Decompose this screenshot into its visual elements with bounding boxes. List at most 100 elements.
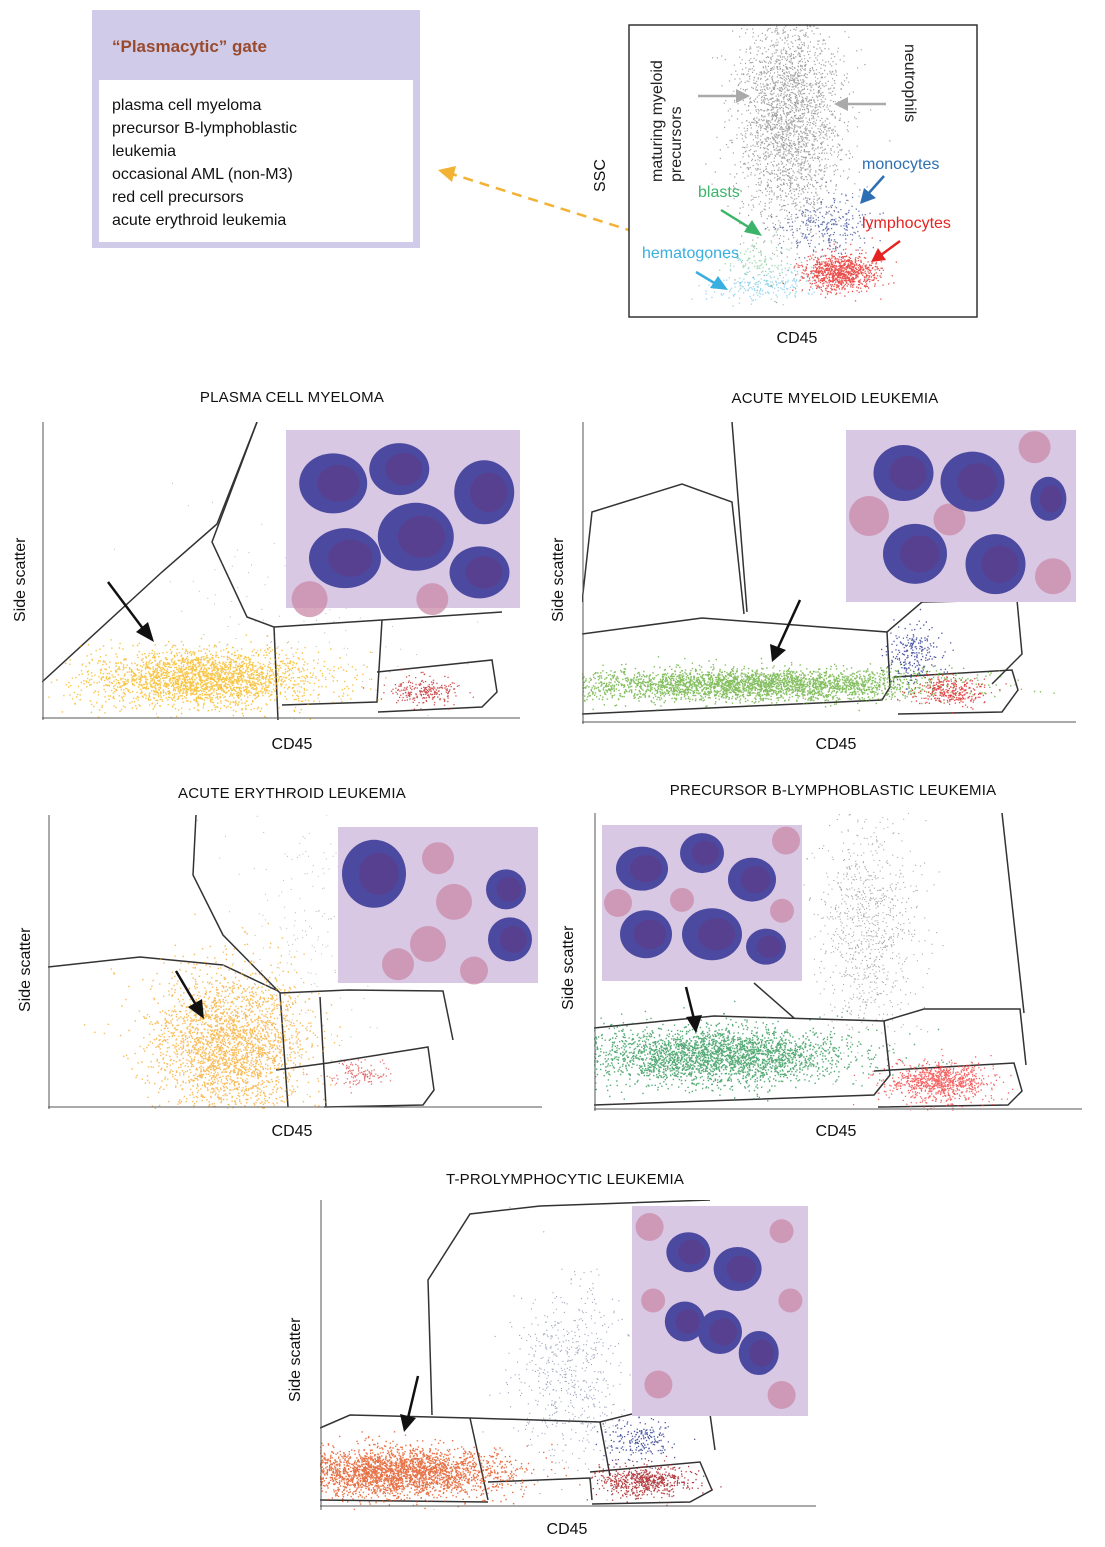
red-cell [644, 1370, 673, 1399]
red-cell [641, 1288, 666, 1313]
red-cell [933, 503, 966, 536]
lymphocytes-label: lymphocytes [862, 215, 951, 232]
red-cell [291, 581, 328, 618]
gate-box-header: “Plasmacytic” gate [92, 10, 420, 80]
cell-nucleus [465, 556, 503, 589]
red-cell [670, 887, 694, 912]
pointer-arrow [400, 1375, 420, 1432]
gate-box-list-panel: plasma cell myeloma precursor B-lymphobl… [99, 80, 413, 242]
dot-clouds [320, 1206, 722, 1510]
cell-nucleus [675, 1309, 701, 1334]
cell-nucleus [749, 1339, 775, 1367]
reference-plot: maturing myeloid precursors neutrophils … [628, 0, 978, 318]
micrograph-inset [632, 1206, 808, 1416]
panel-title-tpll: T-PROLYMPHOCYTIC LEUKEMIA [445, 1171, 685, 1188]
lymphocytes-arrow [871, 239, 901, 262]
cell-nucleus [397, 515, 446, 558]
neutrophils-arrow [834, 97, 886, 111]
cell-nucleus [317, 464, 360, 502]
panel-aml-plot [582, 422, 1076, 724]
gate-item: precursor B-lymphoblastic [112, 120, 297, 137]
red-cell [772, 826, 800, 855]
panel-title-aml: ACUTE MYELOID LEUKEMIA [731, 390, 939, 407]
reference-ylabel: SSC [592, 159, 609, 192]
panel-xlabel-pcm: CD45 [271, 736, 313, 753]
highlight-population [48, 634, 387, 720]
red-cell [382, 948, 414, 981]
gate-item: acute erythroid leukemia [112, 212, 287, 229]
panel-ylabel-pcm: Side scatter [12, 537, 29, 622]
cell-nucleus [1039, 485, 1063, 513]
maturing-label-line1: maturing myeloid [649, 60, 666, 182]
dot-clouds [594, 813, 1014, 1111]
micrograph-inset [602, 825, 802, 981]
red-cell [767, 1381, 796, 1409]
monocytes-label: monocytes [862, 156, 940, 173]
red-cell [1035, 558, 1071, 595]
cell-nucleus [726, 1255, 757, 1283]
micrograph-inset [286, 430, 520, 618]
panel-xlabel-tpll: CD45 [546, 1521, 588, 1538]
plasmacytic-gate-box: “Plasmacytic” gate plasma cell myeloma p… [92, 10, 420, 248]
reference-dot-clouds [691, 0, 897, 307]
dot-clouds [582, 608, 1055, 714]
gate-item: red cell precursors [112, 189, 244, 206]
cell-nucleus [629, 855, 663, 883]
hematogone-cloud [691, 257, 867, 307]
panel-ael-plot [48, 815, 542, 1109]
monocytes-arrow [860, 175, 885, 204]
panel-bll-plot [594, 813, 1082, 1111]
cell-nucleus [633, 919, 667, 950]
red-cell [460, 956, 488, 985]
red-cell [770, 898, 794, 923]
panel-xlabel-aml: CD45 [815, 736, 857, 753]
lymphocyte-population [586, 1455, 722, 1506]
red-cell [635, 1213, 664, 1241]
panel-ylabel-aml: Side scatter [550, 537, 567, 622]
maturing-label: maturing myeloid precursors [648, 60, 686, 182]
panel-xlabel-ael: CD45 [271, 1123, 313, 1140]
hematogones-arrow [695, 270, 728, 290]
panel-ylabel-bll: Side scatter [560, 925, 577, 1010]
maturing-arrow [698, 89, 750, 103]
red-cell [769, 1219, 794, 1244]
micrograph-inset [338, 827, 538, 985]
cell-nucleus [899, 535, 940, 573]
cell-nucleus [957, 463, 998, 501]
cell-nucleus [385, 453, 423, 486]
panel-title-ael: ACUTE ERYTHROID LEUKEMIA [178, 785, 406, 802]
panel-ylabel-tpll: Side scatter [287, 1317, 304, 1402]
red-cell [422, 842, 454, 875]
red-cell [410, 926, 446, 962]
reference-xlabel: CD45 [776, 330, 818, 347]
gate-box-title: “Plasmacytic” gate [112, 37, 267, 56]
red-cell [604, 889, 632, 917]
red-cell [1018, 431, 1051, 464]
cell-nucleus [358, 852, 399, 895]
hematogones-label: hematogones [642, 245, 739, 262]
blasts-label: blasts [698, 184, 740, 201]
maturing-label-line2: precursors [668, 106, 685, 182]
red-cell [849, 496, 889, 536]
gate-box-list: plasma cell myeloma precursor B-lymphobl… [99, 80, 413, 232]
panel-tpll-plot [320, 1200, 816, 1510]
gate-item: occasional AML (non-M3) [112, 166, 293, 183]
cell-nucleus [499, 925, 527, 953]
cell-nucleus [981, 545, 1019, 583]
monocyte-population [595, 1414, 696, 1469]
gate-outlines [48, 815, 454, 1108]
cell-nucleus [328, 539, 373, 577]
reference-plot-svg [628, 0, 978, 318]
red-cell [436, 883, 472, 920]
highlight-population [582, 656, 1055, 712]
cell-nucleus [756, 935, 782, 958]
gate-item: leukemia [112, 143, 177, 160]
panel-xlabel-bll: CD45 [815, 1123, 857, 1140]
cell-nucleus [677, 1239, 706, 1265]
cell-nucleus [740, 865, 771, 894]
cell-nucleus [697, 918, 736, 951]
lymphocyte-population [852, 1048, 1014, 1111]
panel-title-bll: PRECURSOR B-LYMPHOBLASTIC LEUKEMIA [669, 782, 997, 799]
cell-nucleus [709, 1318, 737, 1346]
dot-clouds [83, 815, 433, 1109]
